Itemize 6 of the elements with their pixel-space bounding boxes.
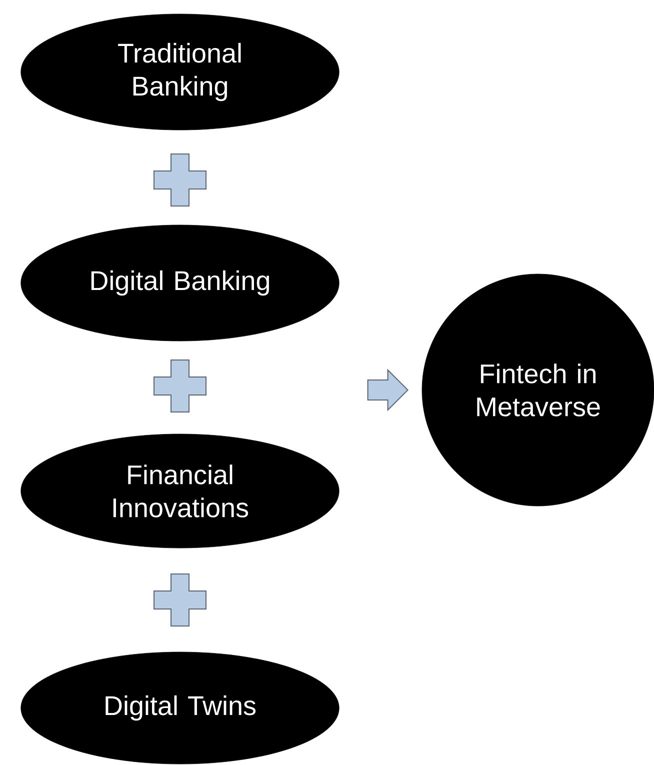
ellipse-node: Traditional Banking [20,14,340,130]
circle-node: Fintech in Metaverse [422,274,654,506]
ellipse-node: Financial Innovations [20,434,340,548]
ellipse-node: Digital Twins [20,652,340,764]
ellipse-node: Digital Banking [20,224,340,342]
block-arrow [367,368,409,412]
